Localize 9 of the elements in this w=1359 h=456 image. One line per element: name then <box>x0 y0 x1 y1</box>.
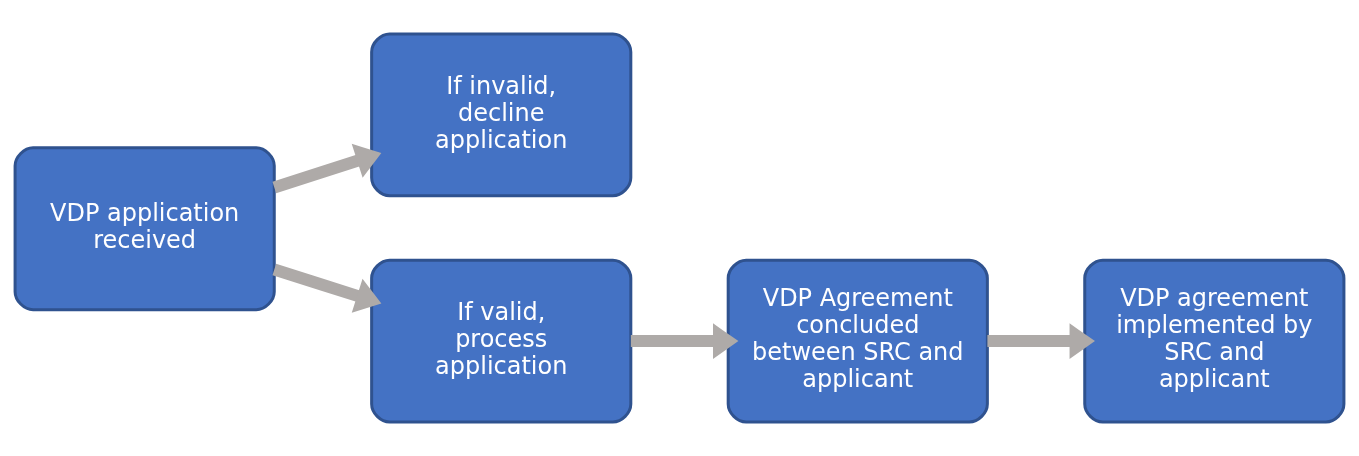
arrow <box>272 143 382 194</box>
node-box: VDP Agreement concluded between SRC and applicant <box>726 258 989 424</box>
arrow <box>272 263 382 313</box>
arrow <box>987 323 1095 359</box>
arrow <box>630 323 739 359</box>
node-box: If invalid, decline application <box>370 32 633 198</box>
node-box: VDP agreement implemented by SRC and applicant <box>1083 258 1346 424</box>
node-box: VDP application received <box>13 146 276 312</box>
node-box: If valid, process application <box>370 258 633 424</box>
